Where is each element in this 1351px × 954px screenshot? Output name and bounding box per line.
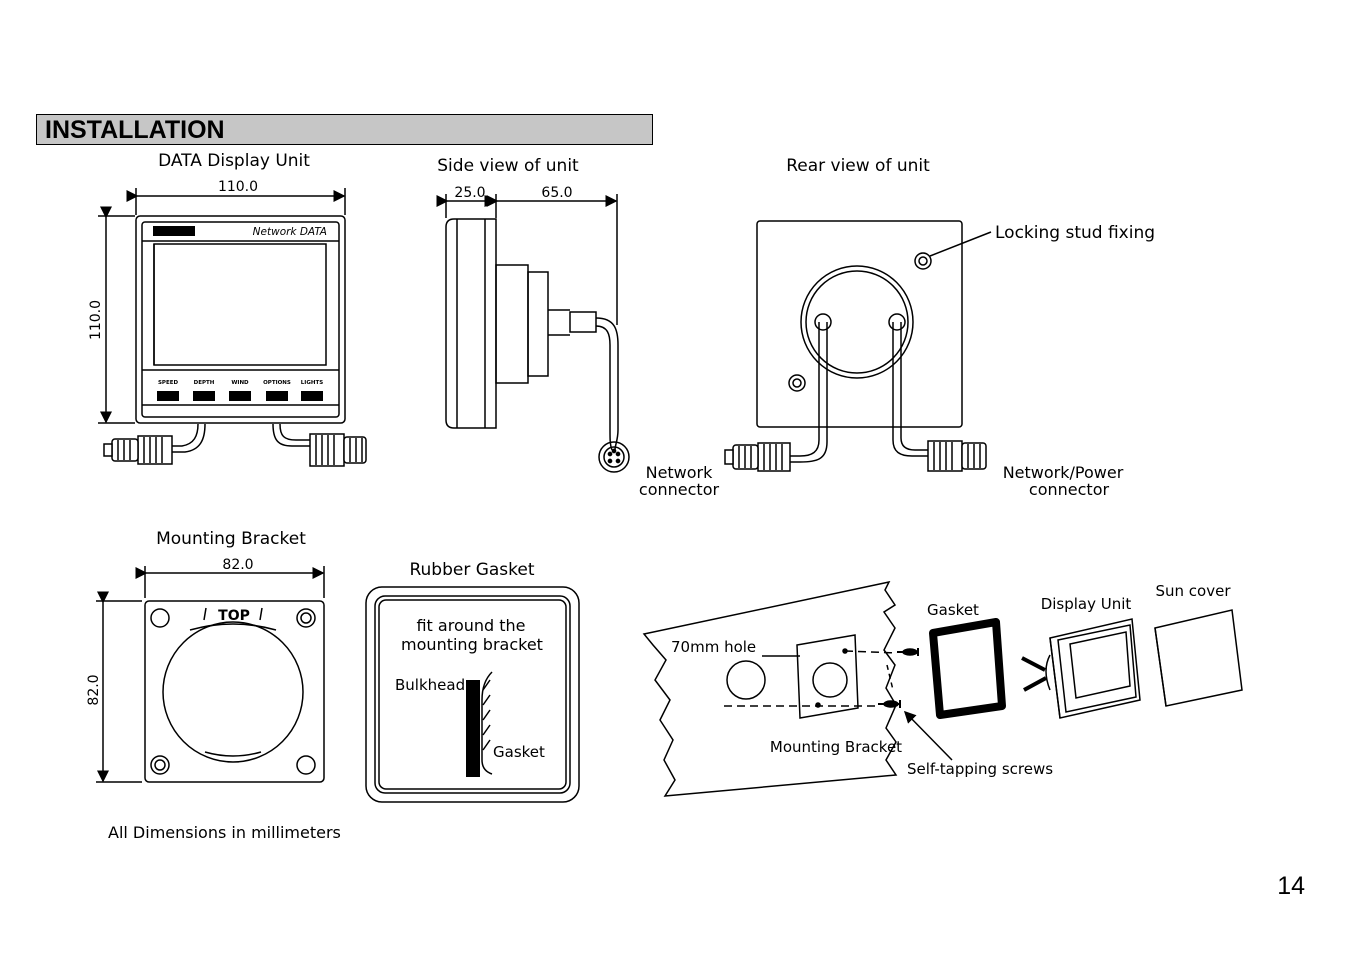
key-label-speed: SPEED	[158, 380, 179, 386]
gasket-note-line-2: mounting bracket	[401, 635, 543, 654]
key-label-lights: LIGHTS	[301, 380, 323, 386]
side-connector-label-1: Network	[646, 463, 714, 482]
side-connector-label-2: connector	[639, 480, 720, 499]
display-unit-title: DATA Display Unit	[158, 151, 310, 171]
mounting-bracket-drawing: Mounting Bracket 82.0 82.0 TOP	[86, 529, 325, 783]
display-height-dim: 110.0	[88, 300, 104, 340]
rear-connector-label-1: Network/Power	[1003, 463, 1124, 482]
rear-view-title: Rear view of unit	[786, 156, 930, 176]
display-unit-front-drawing: DATA Display Unit 110.0 110.0 Network DA…	[88, 151, 367, 467]
side-view-drawing: Side view of unit 25.0 65.0 Network conn…	[436, 156, 720, 499]
bracket-top-label: TOP	[218, 608, 250, 624]
exploded-view-drawing: 70mm hole Mounting Bracket Gasket Displa…	[642, 580, 1243, 797]
key-label-wind: WIND	[231, 380, 249, 386]
section-header-bar: INSTALLATION	[36, 114, 653, 145]
exploded-hole-label: 70mm hole	[671, 638, 756, 656]
gasket-bulkhead-label: Bulkhead	[395, 676, 465, 694]
display-width-dim: 110.0	[218, 179, 258, 195]
rubber-gasket-drawing: Rubber Gasket fit around the mounting br…	[365, 560, 580, 803]
key-label-depth: DEPTH	[194, 380, 215, 386]
side-view-title: Side view of unit	[437, 156, 579, 176]
bracket-width-dim: 82.0	[222, 557, 253, 573]
bracket-height-dim: 82.0	[86, 674, 102, 705]
side-dim-depth: 65.0	[541, 185, 572, 201]
side-dim-front: 25.0	[454, 185, 485, 201]
section-title: INSTALLATION	[45, 116, 225, 144]
dimensions-footnote: All Dimensions in millimeters	[108, 823, 341, 842]
gasket-gasket-label: Gasket	[493, 743, 545, 761]
rear-view-drawing: Rear view of unit Locking stud fixing Ne…	[724, 156, 1155, 499]
exploded-sun-cover-label: Sun cover	[1156, 582, 1232, 600]
page-number: 14	[1277, 872, 1305, 900]
bracket-title: Mounting Bracket	[156, 529, 306, 549]
display-model-label: Network DATA	[253, 226, 327, 238]
key-label-options: OPTIONS	[263, 380, 291, 386]
rear-connector-label-2: connector	[1029, 480, 1110, 499]
exploded-screws-label: Self-tapping screws	[907, 760, 1053, 778]
gasket-note-line-1: fit around the	[416, 616, 525, 635]
exploded-bracket-label: Mounting Bracket	[770, 738, 902, 756]
exploded-gasket-label: Gasket	[927, 601, 979, 619]
exploded-display-label: Display Unit	[1041, 595, 1132, 613]
gasket-title: Rubber Gasket	[409, 560, 534, 580]
stud-fixing-label: Locking stud fixing	[995, 223, 1155, 243]
